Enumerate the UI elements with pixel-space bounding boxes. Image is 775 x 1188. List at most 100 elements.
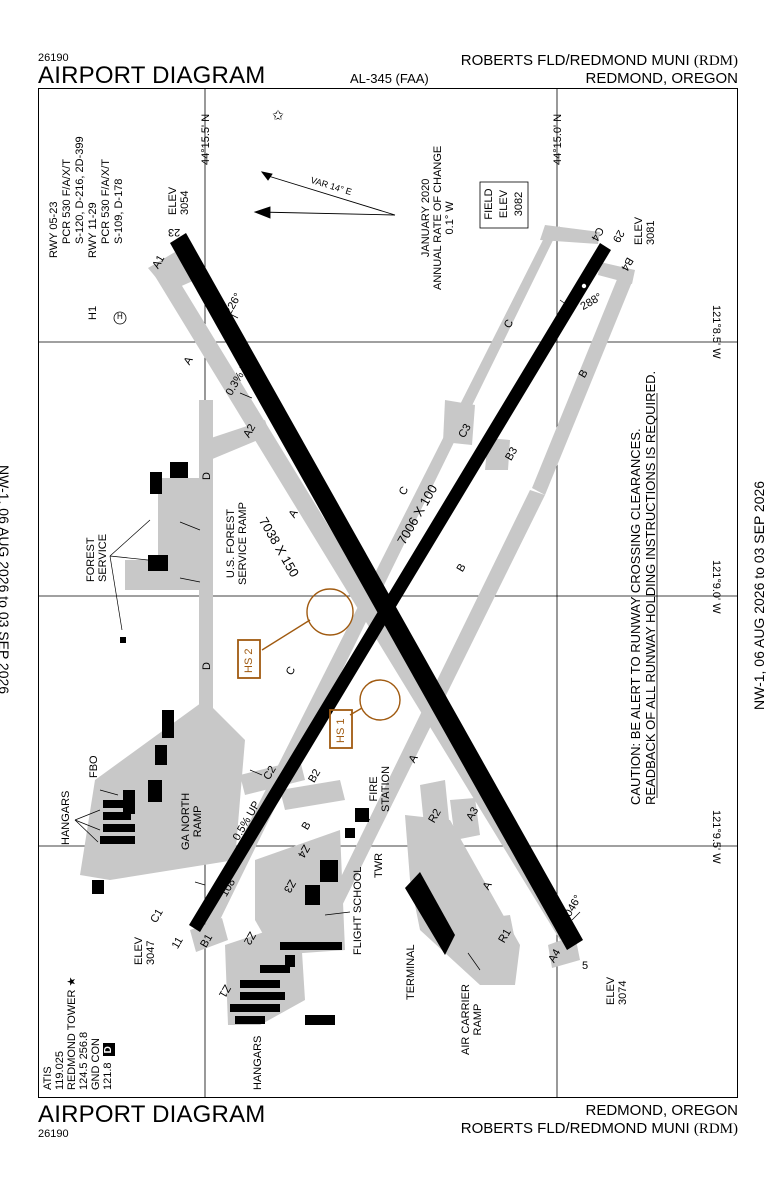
forest-service-ramp xyxy=(125,478,212,585)
taxiway-a1 xyxy=(148,252,195,292)
magnetic-north-arrowhead xyxy=(253,206,271,219)
south-hangar-4 xyxy=(235,1016,265,1024)
runways xyxy=(170,233,611,950)
taxiway-label-d-north: D xyxy=(200,472,213,480)
taxiway-b4 xyxy=(598,262,635,284)
buildings xyxy=(92,462,455,1025)
runway-end-5: 5 xyxy=(582,960,589,972)
hangars-north-label: HANGARS xyxy=(60,790,72,845)
twr-building xyxy=(345,828,355,838)
taxiway-c3 xyxy=(443,400,475,445)
lon-label-3: 121°9.5' W xyxy=(710,810,722,864)
south-hangar-2 xyxy=(240,992,285,1000)
flight-school-building-1 xyxy=(320,860,338,882)
elev-rwy-5: ELEV 3074 xyxy=(605,976,629,1005)
air-carrier-ramp-label: AIR CARRIER RAMP xyxy=(460,984,484,1055)
magvar-info: JANUARY 2020 ANNUAL RATE OF CHANGE 0.1° … xyxy=(420,145,456,290)
terminal-building xyxy=(405,872,455,955)
ga-building-1 xyxy=(148,780,162,802)
us-forest-ramp-label: U.S. FOREST SERVICE RAMP xyxy=(225,502,249,585)
compass-star-icon: ✩ xyxy=(272,107,284,123)
field-elevation: FIELD ELEV 3082 xyxy=(483,188,525,220)
d-badge: D xyxy=(103,1043,115,1057)
elev-rwy-23: ELEV 3054 xyxy=(167,186,191,215)
runway-info-block: RWY 05-23 PCR 530 F/A/X/T S-120, D-216, … xyxy=(48,136,125,258)
true-north-arrow-line xyxy=(264,174,396,216)
location-bottom: REDMOND, OREGON xyxy=(585,1102,738,1119)
taxiway-c4 xyxy=(540,225,600,244)
pavement xyxy=(80,225,635,1025)
south-hangar-1 xyxy=(240,980,280,988)
helipad-label: H1 xyxy=(87,305,99,320)
fbo-label: FBO xyxy=(88,755,100,778)
south-hangar-7 xyxy=(285,955,295,967)
airport-name-bottom: ROBERTS FLD/REDMOND MUNI (RDM) xyxy=(460,1120,738,1137)
runway-end-23: 23 xyxy=(168,226,181,238)
hangar-row-3 xyxy=(103,824,135,832)
south-hangar-6 xyxy=(260,965,290,973)
cycle-right: NW-1, 06 AUG 2026 to 03 SEP 2026 xyxy=(751,480,767,710)
flight-school-building-2 xyxy=(305,885,320,905)
label-leaders xyxy=(74,299,581,971)
helipad-symbol: H xyxy=(117,312,123,321)
fbo-building xyxy=(123,790,135,814)
airport-name-top: ROBERTS FLD/REDMOND MUNI (RDM) xyxy=(460,52,738,69)
hot-spot-label-2[interactable]: HS 2 xyxy=(243,648,255,673)
magvar-arrows xyxy=(253,171,396,219)
taxiway-r2 xyxy=(420,780,450,835)
true-north-arrowhead xyxy=(260,171,273,181)
hangar-row-4 xyxy=(100,836,135,844)
diagram-frame xyxy=(38,88,738,1098)
procedure-number-bottom: 26190 xyxy=(38,1128,69,1140)
field-elev-marker xyxy=(581,283,587,289)
hot-spots xyxy=(237,588,401,749)
lat-label-south: 44°15.0' N xyxy=(552,113,564,165)
hot-spot-leader-2 xyxy=(261,619,311,651)
hangar-row-1 xyxy=(103,800,123,808)
hot-spot-circle-2 xyxy=(306,588,354,636)
lon-label-2: 121°9.0' W xyxy=(710,560,722,614)
elev-rwy-29: ELEV 3081 xyxy=(633,216,657,245)
forest-building-3 xyxy=(148,555,168,571)
twr-label: TWR xyxy=(373,852,385,878)
hot-spot-box-2 xyxy=(237,639,261,679)
lon-label-1: 121°8.5' W xyxy=(710,305,722,359)
helipad-circle xyxy=(113,311,127,325)
forest-building-4 xyxy=(120,637,126,643)
taxiway-label-d-south: D xyxy=(200,662,213,670)
tower-star-icon: ★ xyxy=(66,976,78,987)
hot-spot-label-1[interactable]: HS 1 xyxy=(335,718,347,743)
lat-label-north: 44°15.5' N xyxy=(200,113,212,165)
cycle-left: NW-1, 06 AUG 2026 to 03 SEP 2026 xyxy=(0,465,12,695)
terminal-label: TERMINAL xyxy=(405,944,417,1000)
taxiway-a2 xyxy=(205,420,270,460)
forest-building-2 xyxy=(150,472,162,494)
runway-05-23 xyxy=(170,233,583,950)
taxiway-r1 xyxy=(470,915,515,945)
caution-notice: CAUTION: BE ALERT TO RUNWAY CROSSING CLE… xyxy=(628,370,658,805)
forest-service-label: FOREST SERVICE xyxy=(85,533,109,582)
location-top: REDMOND, OREGON xyxy=(585,70,738,87)
runway-11-29 xyxy=(189,243,611,932)
faa-reference: AL-345 (FAA) xyxy=(350,71,429,86)
taxiway-b-pavement xyxy=(532,272,632,495)
hot-spot-circle-1 xyxy=(359,679,401,721)
flight-school-label: FLIGHT SCHOOL xyxy=(352,866,364,955)
flight-school-row xyxy=(280,942,342,950)
forest-building-1 xyxy=(170,462,188,478)
south-hangar-3 xyxy=(230,1004,280,1012)
hot-spot-box-1 xyxy=(329,709,353,749)
forest-service-ramp-2 xyxy=(125,560,200,590)
hangar-row-2 xyxy=(103,812,131,820)
ga-building-2 xyxy=(155,745,167,765)
fire-station-building xyxy=(355,808,369,822)
hangars-south-label: HANGARS xyxy=(252,1035,264,1090)
diagram-title-bottom: AIRPORT DIAGRAM xyxy=(38,1101,266,1128)
taxiway-a3 xyxy=(450,798,480,840)
elev-rwy-11: ELEV 3047 xyxy=(133,936,157,965)
magnetic-north-arrow-line xyxy=(257,211,396,216)
taxiway-b2 xyxy=(280,780,345,810)
ga-building-3 xyxy=(162,710,174,738)
taxiway-b-pavement-south xyxy=(318,490,545,930)
